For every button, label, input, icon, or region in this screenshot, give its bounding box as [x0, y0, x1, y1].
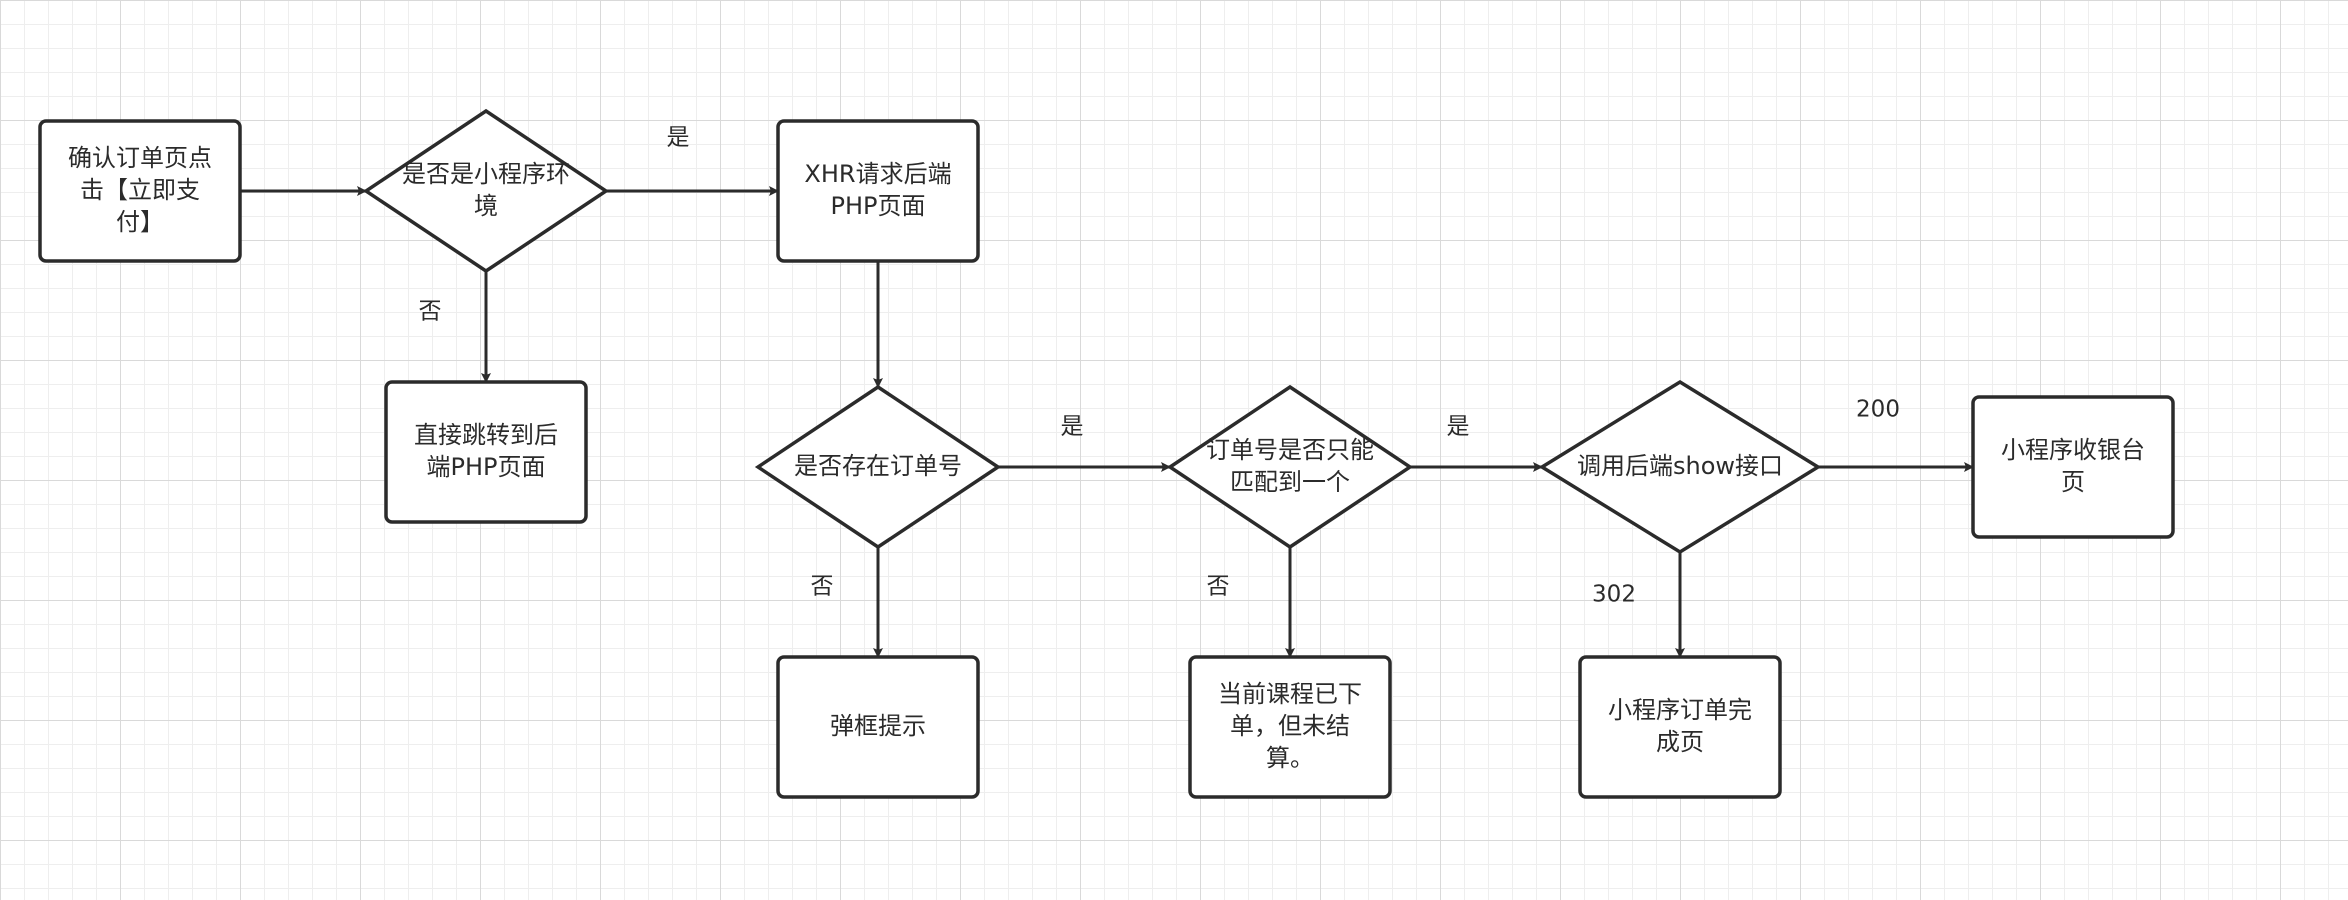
node-order-done: 小程序订单完成页	[1578, 655, 1782, 799]
node-ordered-unpaid: 当前课程已下单，但未结算。	[1188, 655, 1392, 799]
node-label-line: 单，但未结	[1230, 712, 1350, 740]
process-box	[38, 119, 242, 263]
edge-label: 200	[1856, 397, 1900, 423]
node-label-line: 订单号是否只能	[1206, 436, 1374, 464]
edge-call-show-to-cashier: 200	[1818, 397, 1974, 472]
node-label-line: 算。	[1266, 744, 1314, 772]
process-box	[384, 380, 588, 524]
nodes-layer: 确认订单页点击【立即支付】 是否是小程序环境 XHR请求后端 PHP页面直接跳转到后端…	[38, 108, 2175, 799]
node-label: 是否是小程序环境	[402, 160, 570, 220]
node-jump-php: 直接跳转到后端PHP页面	[384, 380, 588, 524]
node-label: 是否存在订单号	[794, 452, 962, 480]
node-label-line: 是否是小程序环	[402, 160, 570, 188]
node-label: 直接跳转到后端PHP页面	[414, 421, 558, 481]
edge-label: 否	[811, 574, 834, 600]
edge-call-show-to-order-done: 302	[1592, 552, 1685, 658]
edge-label: 是	[1447, 414, 1470, 440]
node-label: 当前课程已下单，但未结算。	[1218, 680, 1362, 772]
node-label-line: 小程序收银台	[2001, 436, 2145, 464]
node-label: XHR请求后端 PHP页面	[804, 160, 951, 220]
decision-diamond	[754, 384, 1002, 550]
edge-has-order-to-popup: 否	[811, 547, 883, 658]
edge-one-match-to-call-show: 是	[1410, 414, 1543, 472]
node-label-line: 成页	[1656, 728, 1704, 756]
process-box	[1188, 655, 1392, 799]
edge-label: 302	[1592, 582, 1636, 608]
decision-diamond	[1538, 379, 1822, 555]
node-label: 小程序收银台页	[2001, 436, 2145, 496]
node-popup: 弹框提示	[776, 655, 980, 799]
node-label-line: 是否存在订单号	[794, 452, 962, 480]
node-label-line: 击【立即支	[80, 176, 200, 204]
node-label-line: 当前课程已下	[1218, 680, 1362, 708]
node-label-line: 弹框提示	[830, 712, 926, 740]
node-is-mini: 是否是小程序环境	[362, 108, 610, 274]
node-label-line: XHR请求后端	[804, 160, 951, 188]
node-cashier: 小程序收银台页	[1971, 395, 2175, 539]
decision-diamond	[362, 108, 610, 274]
node-label-line: 端PHP页面	[427, 453, 546, 481]
node-label: 调用后端show接口	[1577, 452, 1783, 480]
node-label-line: 小程序订单完	[1608, 696, 1752, 724]
edge-label: 是	[1061, 414, 1084, 440]
node-label-line: 境	[474, 192, 498, 220]
decision-diamond	[1166, 384, 1414, 550]
process-box	[776, 119, 980, 263]
node-label-line: 确认订单页点	[68, 144, 212, 172]
edge-label: 否	[419, 299, 442, 325]
node-label-line: PHP页面	[831, 192, 926, 220]
edge-is-mini-to-xhr: 是	[606, 125, 779, 196]
process-box	[1578, 655, 1782, 799]
edge-label: 是	[667, 125, 690, 151]
edge-is-mini-to-jump-php: 否	[419, 271, 491, 383]
node-xhr: XHR请求后端 PHP页面	[776, 119, 980, 263]
node-label: 弹框提示	[830, 712, 926, 740]
node-label-line: 调用后端show接口	[1577, 452, 1783, 480]
edge-label: 否	[1207, 574, 1230, 600]
process-box	[776, 655, 980, 799]
node-has-order: 是否存在订单号	[754, 384, 1002, 550]
edge-has-order-to-one-match: 是	[998, 414, 1171, 472]
node-label-line: 页	[2061, 468, 2085, 496]
node-label: 小程序订单完成页	[1608, 696, 1752, 756]
process-box	[1971, 395, 2175, 539]
node-confirm: 确认订单页点击【立即支付】	[38, 119, 242, 263]
node-one-match: 订单号是否只能匹配到一个	[1166, 384, 1414, 550]
edge-one-match-to-ordered-unpaid: 否	[1207, 547, 1295, 658]
node-label-line: 付】	[116, 208, 164, 236]
node-label-line: 匹配到一个	[1230, 468, 1350, 496]
node-label-line: 直接跳转到后	[414, 421, 558, 449]
node-label: 订单号是否只能匹配到一个	[1206, 436, 1374, 496]
node-call-show: 调用后端show接口	[1538, 379, 1822, 555]
node-label: 确认订单页点击【立即支付】	[68, 144, 212, 236]
